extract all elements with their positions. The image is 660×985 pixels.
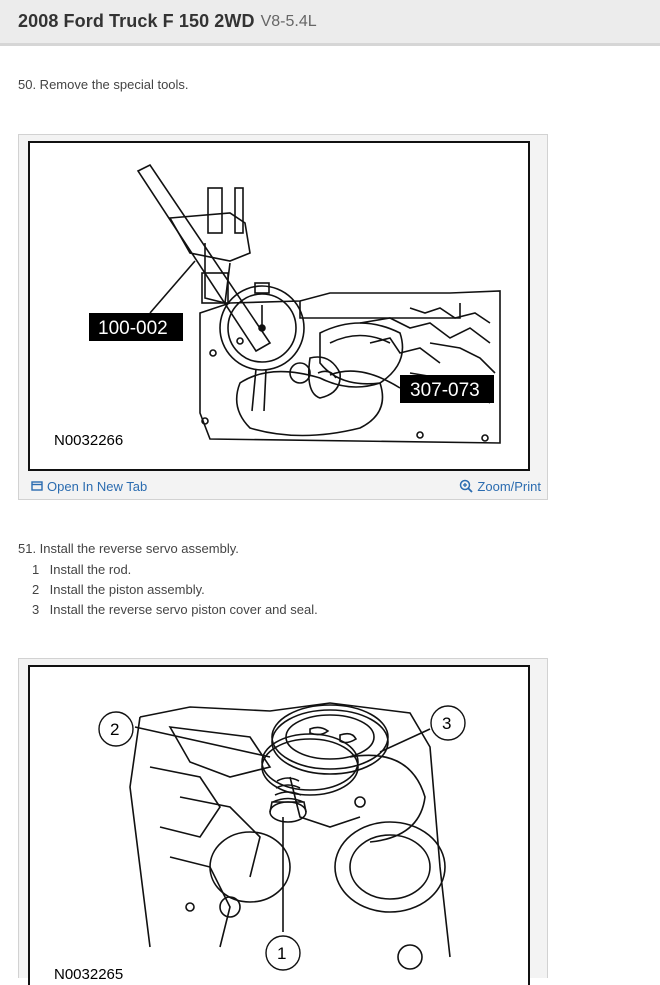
callout-1: 1 [277, 944, 286, 963]
open-in-new-tab-link[interactable]: Open In New Tab [31, 479, 147, 494]
tool-label-307-073: 307-073 [410, 380, 480, 401]
figure-step-50: 100-002 307-073 N0032266 Open In New Tab… [18, 134, 548, 500]
vehicle-title: 2008 Ford Truck F 150 2WD [18, 11, 255, 31]
callout-3: 3 [442, 714, 451, 733]
figure-code-partial: N0032265 [54, 966, 123, 983]
figure-step-51: 2 3 1 N0032265 [18, 658, 548, 985]
substep-item: 3 Install the reverse servo piston cover… [32, 602, 318, 617]
open-in-new-tab-label: Open In New Tab [47, 478, 148, 494]
figure-code: N0032266 [54, 432, 123, 449]
figure-actions: Open In New Tab Zoom/Print [19, 472, 547, 500]
callout-2: 2 [110, 720, 119, 739]
step-51-text: 51. Install the reverse servo assembly. [18, 541, 239, 556]
zoom-icon [460, 479, 474, 493]
special-tools-diagram: 100-002 307-073 N0032266 [54, 163, 501, 449]
zoom-print-link[interactable]: Zoom/Print [459, 479, 541, 494]
step-50-text: 50. Remove the special tools. [18, 77, 189, 92]
engine-label: V8-5.4L [260, 12, 317, 30]
figure-image[interactable]: 100-002 307-073 N0032266 [28, 141, 530, 471]
figure-image[interactable]: 2 3 1 N0032265 [28, 665, 530, 985]
page-header: 2008 Ford Truck F 150 2WD V8-5.4L [0, 0, 660, 46]
reverse-servo-diagram: 2 3 1 N0032265 [54, 702, 466, 983]
tool-label-100-002: 100-002 [98, 318, 168, 339]
zoom-print-label: Zoom/Print [477, 478, 541, 494]
substep-item: 1 Install the rod. [32, 562, 132, 577]
new-tab-icon [31, 481, 43, 491]
step-51-substeps: 1 Install the rod. 2 Install the piston … [32, 560, 318, 620]
substep-item: 2 Install the piston assembly. [32, 582, 205, 597]
